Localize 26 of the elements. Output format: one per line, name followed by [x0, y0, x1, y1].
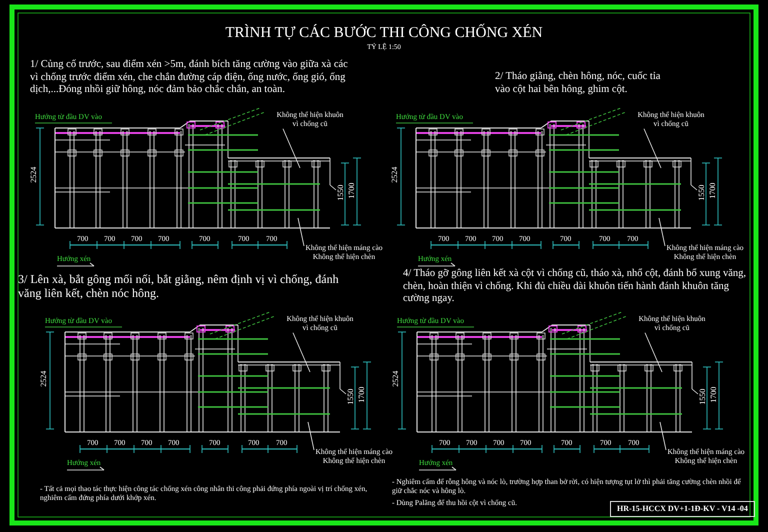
- dimension-label: 2524: [29, 166, 39, 183]
- drawing-title: TRÌNH TỰ CÁC BƯỚC THI CÔNG CHỐNG XÉN: [224, 24, 544, 42]
- leader-line: [308, 422, 314, 450]
- step-description: 3/ Lên xà, bắt gông mối nối, bắt giằng, nêm định vị vì chống, đánh văng liên kết, chèn nóc hông.: [18, 272, 340, 301]
- leader-line: [644, 332, 662, 372]
- leader-line: [644, 128, 662, 168]
- dimension-label: 2524: [39, 370, 49, 387]
- dimension-label: 1550: [698, 388, 708, 405]
- dimension-label: 1550: [336, 184, 346, 201]
- step-description: 1/ Củng cố trước, sau điểm xén >5m, đánh bích tăng cường vào giữa xà các vì chống trước điểm xén, che chắn đường cáp điện, ống nước, ống gió, ống dịch,...Đóng nhồi giữ hông, nóc đảm bảo chắc chắn, an toàn.: [30, 59, 349, 97]
- dimension-label: 1550: [697, 184, 707, 201]
- leader-line: [282, 128, 300, 168]
- leader-line: [660, 422, 666, 450]
- step-description: 2/ Tháo giằng, chèn hông, nóc, cuốc tỉa vào cột hai bên hông, ghim cột.: [495, 71, 662, 96]
- dimension-label: 1700: [347, 182, 357, 199]
- dimension-label: 1700: [357, 386, 367, 403]
- dimension-label: 1700: [708, 182, 718, 199]
- dimension-label: 2524: [390, 166, 400, 183]
- dimension-label: 1700: [709, 386, 719, 403]
- leader-line: [298, 218, 304, 246]
- step-description: 4/ Tháo gỡ gông liên kết xà cột vì chống cũ, tháo xà, nhổ cột, đánh bổ xung văng, chèn, hoàn thiện vì chống. Khi đủ chiều dài khuôn tiến hành đánh khuôn tăng cường ngay.: [403, 268, 748, 306]
- dimension-label: 1550: [346, 388, 356, 405]
- drawing-code: HR-15-HCCX DV+1-1Đ-KV - V14 -04: [610, 501, 755, 517]
- dimension-label: 2524: [391, 370, 401, 387]
- leader-line: [292, 332, 310, 372]
- leader-line: [658, 218, 666, 246]
